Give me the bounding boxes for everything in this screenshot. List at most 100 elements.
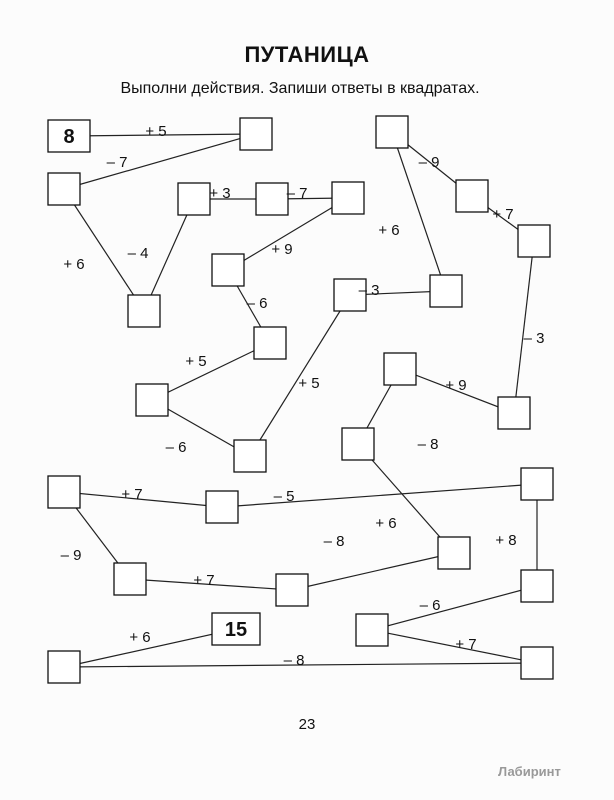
operation-label: + 7 bbox=[455, 636, 476, 653]
answer-box[interactable] bbox=[47, 475, 81, 509]
answer-box-frame bbox=[333, 278, 367, 312]
answer-box[interactable] bbox=[520, 646, 554, 680]
answer-box[interactable] bbox=[455, 179, 489, 213]
given-number-box: 15 bbox=[211, 612, 261, 646]
operation-label: – 9 bbox=[419, 154, 440, 171]
operation-label: – 6 bbox=[420, 597, 441, 614]
operation-label: – 8 bbox=[418, 436, 439, 453]
instruction-text: Выполни действия. Запиши ответы в квадра… bbox=[120, 80, 480, 97]
answer-box[interactable] bbox=[517, 224, 551, 258]
operation-label: – 6 bbox=[166, 439, 187, 456]
operation-label: + 5 bbox=[185, 353, 206, 370]
connector-line-b-c bbox=[63, 133, 257, 190]
operation-label: – 8 bbox=[324, 533, 345, 550]
answer-box[interactable] bbox=[437, 536, 471, 570]
answer-box[interactable] bbox=[429, 274, 463, 308]
given-number: 8 bbox=[63, 126, 74, 148]
page-title: ПУТАНИЦА bbox=[244, 42, 370, 67]
answer-box[interactable] bbox=[383, 352, 417, 386]
connector-line-q-r bbox=[399, 368, 515, 414]
answer-box-frame bbox=[497, 396, 531, 430]
answer-box[interactable] bbox=[233, 439, 267, 473]
answer-box-frame bbox=[47, 475, 81, 509]
answer-box-frame bbox=[383, 352, 417, 386]
operation-label: + 7 bbox=[193, 572, 214, 589]
answer-box[interactable] bbox=[211, 253, 245, 287]
answer-box[interactable] bbox=[520, 467, 554, 501]
operation-label: + 5 bbox=[298, 375, 319, 392]
answer-box[interactable] bbox=[47, 172, 81, 206]
connector-line-g-h bbox=[227, 197, 349, 271]
connector-line-w-x bbox=[63, 491, 223, 508]
watermark-logo: Лабиринт bbox=[498, 764, 561, 779]
connector-line-c-d bbox=[63, 188, 145, 312]
answer-box-frame bbox=[355, 613, 389, 647]
operation-label: + 3 bbox=[209, 185, 230, 202]
answer-box-frame bbox=[47, 119, 91, 153]
operation-label: – 6 bbox=[247, 295, 268, 312]
given-number-box: 8 bbox=[47, 119, 91, 153]
operation-label: + 7 bbox=[121, 486, 142, 503]
operation-label: + 6 bbox=[378, 222, 399, 239]
answer-box[interactable] bbox=[375, 115, 409, 149]
answer-box[interactable] bbox=[205, 490, 239, 524]
connector-line-ad-aa bbox=[63, 628, 237, 668]
answer-box[interactable] bbox=[341, 427, 375, 461]
answer-box-frame bbox=[520, 569, 554, 603]
connector-line-ac-ad bbox=[63, 662, 538, 668]
answer-box[interactable] bbox=[135, 383, 169, 417]
operation-label: – 5 bbox=[274, 488, 295, 505]
answer-box[interactable] bbox=[113, 562, 147, 596]
page-number: 23 bbox=[298, 716, 316, 733]
answer-box-frame bbox=[429, 274, 463, 308]
operation-label: + 6 bbox=[63, 256, 84, 273]
answer-box-frame bbox=[127, 294, 161, 328]
answer-box[interactable] bbox=[520, 569, 554, 603]
connector-line-k-l bbox=[249, 294, 351, 457]
operation-label: + 6 bbox=[375, 515, 396, 532]
operation-label: – 9 bbox=[61, 547, 82, 564]
connector-line-t-u bbox=[291, 552, 455, 591]
operation-label: + 8 bbox=[495, 532, 516, 549]
answer-box[interactable] bbox=[255, 182, 289, 216]
answer-box-frame bbox=[520, 467, 554, 501]
operation-label: – 8 bbox=[284, 652, 305, 669]
connector-line-a-b bbox=[68, 133, 257, 137]
operation-label: + 7 bbox=[492, 206, 513, 223]
answer-box[interactable] bbox=[253, 326, 287, 360]
answer-box[interactable] bbox=[177, 182, 211, 216]
answer-box-frame bbox=[520, 646, 554, 680]
connector-line-s-t bbox=[357, 443, 455, 554]
answer-box-frame bbox=[47, 172, 81, 206]
connector-line-p-q bbox=[513, 240, 535, 414]
answer-box[interactable] bbox=[497, 396, 531, 430]
answer-box[interactable] bbox=[47, 650, 81, 684]
operation-label: + 6 bbox=[129, 629, 150, 646]
operation-label: – 3 bbox=[359, 282, 380, 299]
connector-line-d-e bbox=[143, 198, 195, 312]
operation-label: – 3 bbox=[524, 330, 545, 347]
answer-box[interactable] bbox=[127, 294, 161, 328]
operation-label: – 7 bbox=[287, 185, 308, 202]
connector-line-u-v bbox=[129, 578, 293, 591]
answer-box-frame bbox=[239, 117, 273, 151]
answer-box[interactable] bbox=[331, 181, 365, 215]
connector-line-x-y bbox=[221, 483, 538, 508]
answer-box-frame bbox=[177, 182, 211, 216]
answer-box[interactable] bbox=[355, 613, 389, 647]
answer-box-frame bbox=[375, 115, 409, 149]
given-number: 15 bbox=[225, 619, 247, 641]
answer-box[interactable] bbox=[275, 573, 309, 607]
answer-box-frame bbox=[341, 427, 375, 461]
answer-box[interactable] bbox=[333, 278, 367, 312]
answer-box-frame bbox=[113, 562, 147, 596]
operation-label: – 4 bbox=[128, 245, 149, 262]
answer-box-frame bbox=[205, 490, 239, 524]
operation-label: + 5 bbox=[145, 123, 166, 140]
connector-line-z-ab bbox=[371, 585, 538, 631]
answer-box[interactable] bbox=[239, 117, 273, 151]
answer-box-frame bbox=[47, 650, 81, 684]
answer-box-frame bbox=[275, 573, 309, 607]
